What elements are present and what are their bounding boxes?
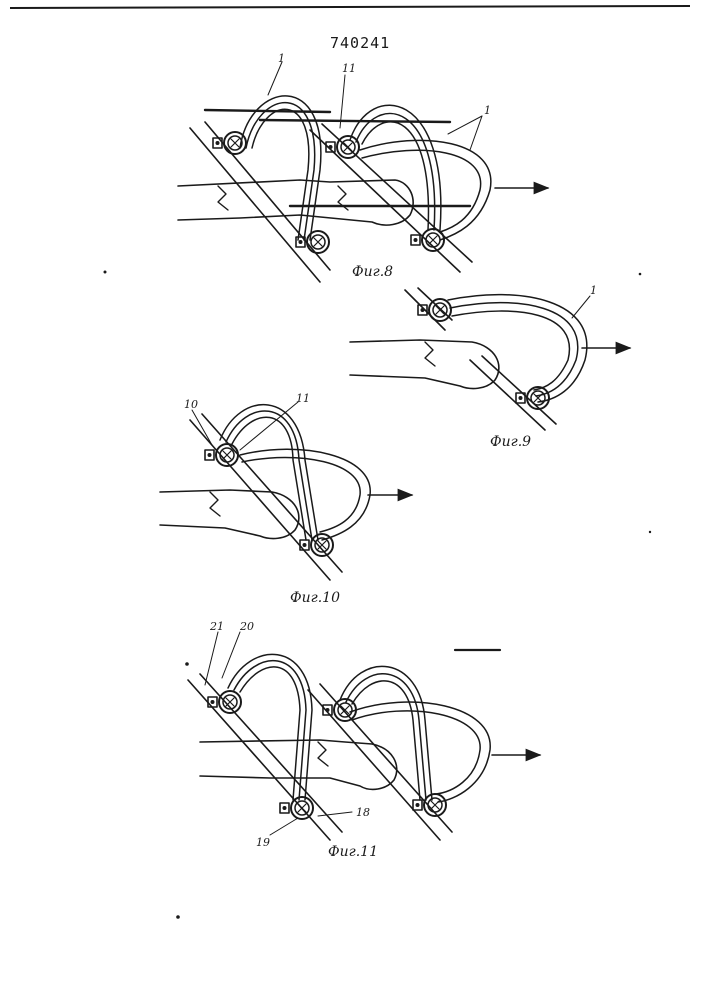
break-mark [218,186,228,210]
limb-outline [200,740,397,789]
speck [185,662,189,666]
ref-label: 18 [356,806,370,819]
leader-line [318,812,352,816]
figure-10: 10 11 Фиг.10 [160,392,412,606]
clamp-ring [413,794,446,816]
ref-label: 1 [590,284,597,297]
ref-label: 10 [184,398,198,411]
pin-rod [405,290,445,330]
break-mark [318,742,328,766]
speck [104,271,107,274]
speck [639,273,642,276]
curved-arm [246,103,315,240]
leader-line [268,62,282,95]
pin-rod [202,414,342,572]
curved-arm [240,667,300,800]
clamp-ring [326,136,359,158]
figure-caption: Фиг.8 [352,264,393,280]
speck [649,531,651,533]
ref-label: 1 [278,52,285,65]
ref-label: 1 [484,104,491,117]
figure-caption: Фиг.9 [490,434,531,450]
speck [176,915,180,919]
ref-label: 11 [342,62,356,75]
figure-caption: Фиг.11 [328,844,378,860]
figure-11: 21 20 18 19 Фиг.11 [188,620,540,860]
leader-line [222,632,240,678]
figure-8: 1 11 1 Фиг.8 [178,52,548,282]
curved-arm [362,150,481,232]
pin-rod [470,360,545,430]
leader-line [192,410,212,445]
limb-outline [350,340,499,388]
leader-line [270,818,298,835]
leader-line [205,632,218,685]
curved-arm [452,311,569,390]
break-mark [425,342,435,366]
curved-arm [450,303,578,396]
top-border-rule [10,6,690,8]
patent-number: 740241 [330,34,390,52]
ref-label: 20 [239,620,254,633]
leader-line [572,296,590,318]
curved-arm [352,681,420,800]
limb-outline [178,180,413,225]
pin-rod [200,674,342,832]
curved-arm [448,295,587,402]
curved-arm [356,114,435,230]
figure-caption: Фиг.10 [290,590,340,606]
ref-label: 21 [209,620,224,633]
clamp-ring [516,387,549,409]
figure-9: 1 Фиг.9 [350,284,630,450]
curved-arm [252,109,309,240]
connecting-rod [260,120,450,122]
curved-arm [350,702,490,802]
ref-label: 11 [296,392,310,405]
clamp-ring [418,299,451,321]
ref-label: 19 [256,836,270,849]
limb-outline [160,490,299,538]
break-mark [210,492,220,516]
